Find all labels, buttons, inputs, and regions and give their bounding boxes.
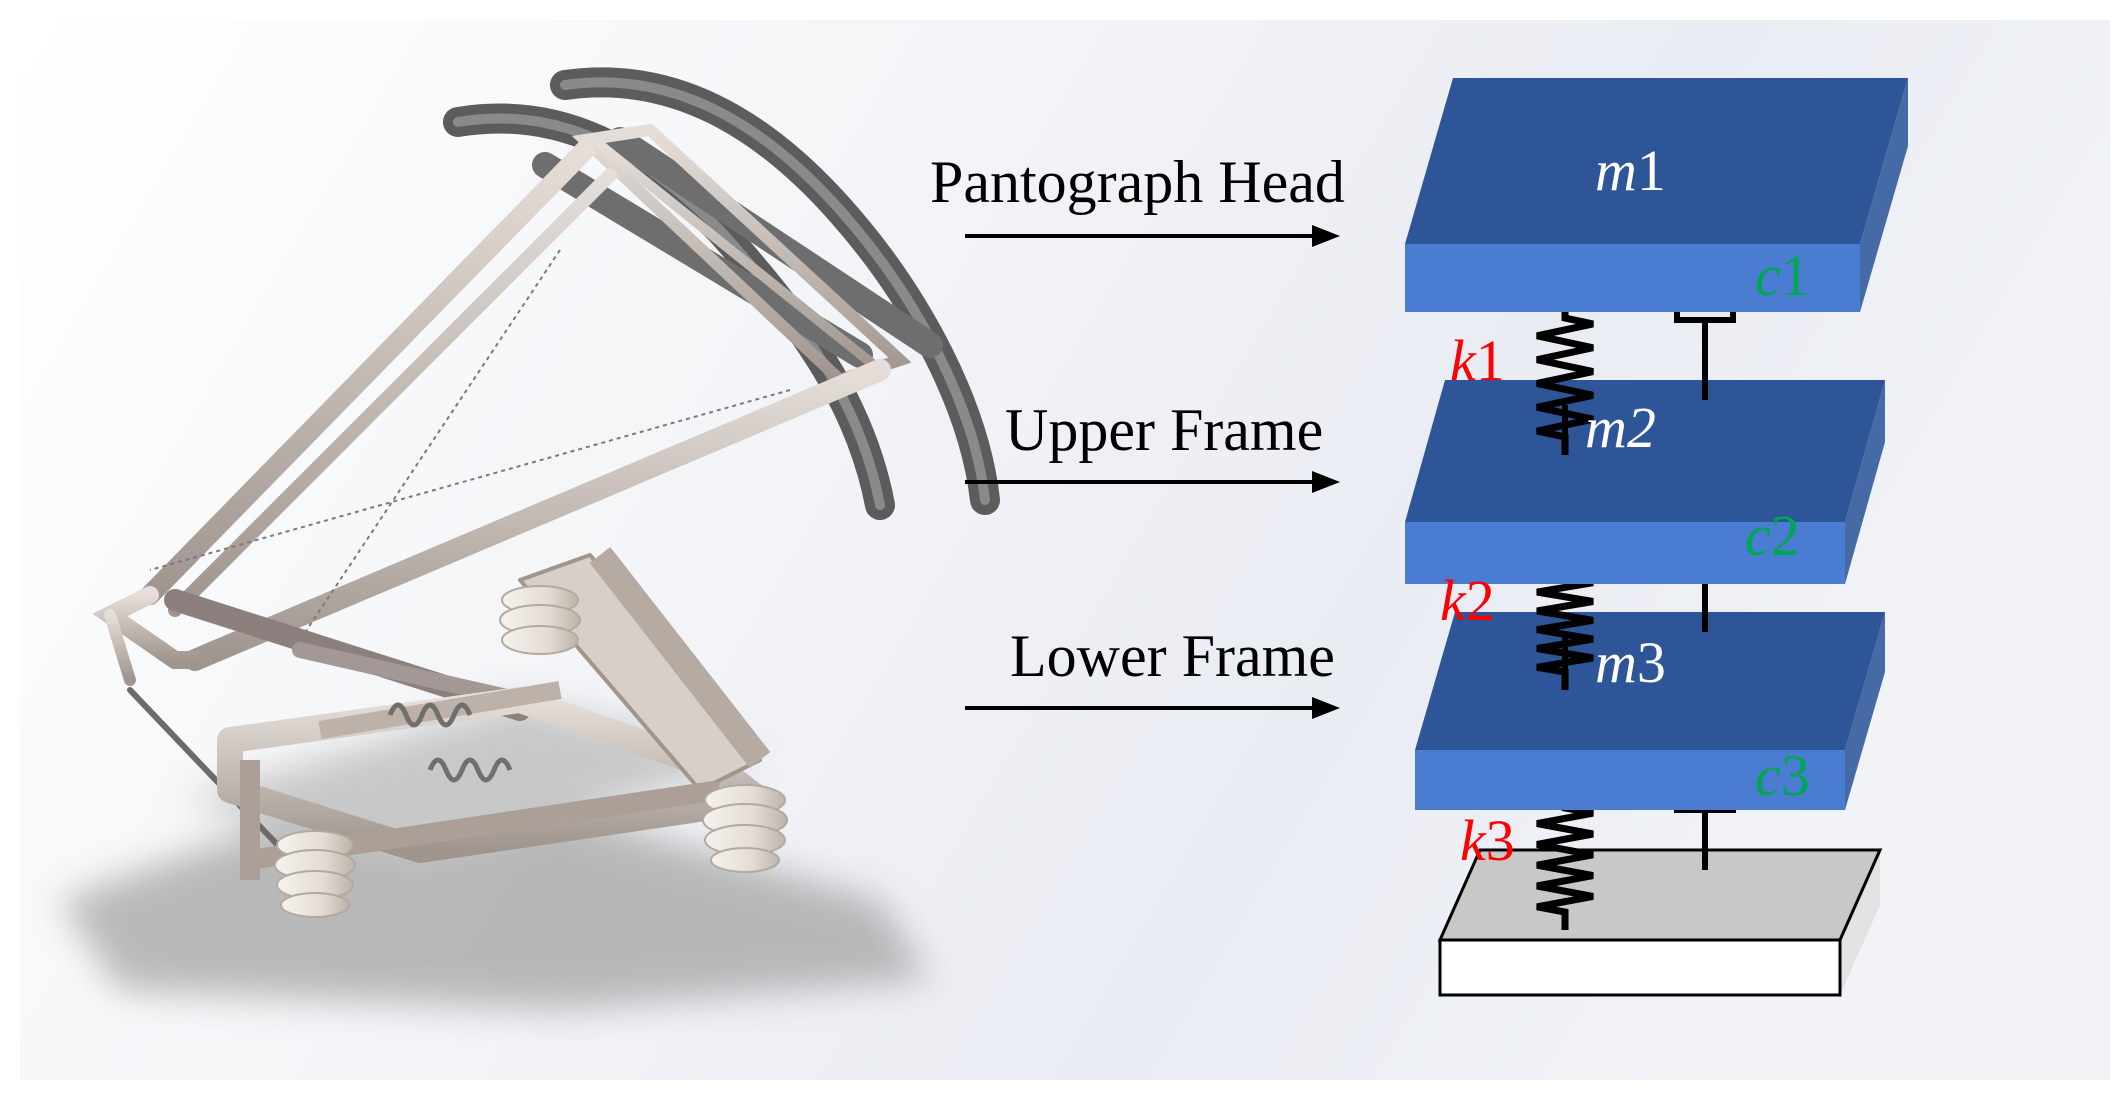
label-lower-frame: Lower Frame — [1010, 623, 1335, 689]
damper-index: 2 — [1771, 503, 1800, 568]
spring-k1 — [1536, 300, 1594, 455]
spring-k3 — [1536, 790, 1594, 930]
spring-symbol: k — [1460, 808, 1487, 873]
damper-symbol: c — [1755, 243, 1781, 308]
mass-label-m3: m3 — [1595, 630, 1666, 695]
spring-symbol: k — [1450, 328, 1477, 393]
spring-k3-coil — [1536, 790, 1594, 930]
mass-symbol: m — [1585, 395, 1627, 460]
spring-k2 — [1536, 560, 1594, 690]
head-frame — [571, 123, 912, 387]
mass-block-m2-side — [1845, 380, 1885, 584]
mass-block-m3-top — [1415, 612, 1885, 750]
label-pantograph-head: Pantograph Head — [930, 149, 1345, 215]
damper-index: 1 — [1781, 243, 1810, 308]
upper-arm — [92, 140, 891, 686]
ground-base-side — [1840, 850, 1880, 995]
mass-block-m1-front — [1405, 244, 1860, 312]
ground-base — [1440, 850, 1880, 995]
mass-block-m3-front — [1415, 750, 1845, 810]
damper-label-c2: c2 — [1745, 503, 1800, 568]
mass-index: 3 — [1637, 630, 1666, 695]
pantograph-illustration — [60, 67, 1000, 1010]
damper-label-c3: c3 — [1755, 743, 1810, 808]
ground-base-top-outline — [1437, 848, 1883, 942]
spring-label-k2: k2 — [1440, 568, 1495, 633]
spring-index: 3 — [1486, 808, 1515, 873]
damper-index: 3 — [1781, 743, 1810, 808]
spring-symbol: k — [1440, 568, 1467, 633]
spring-index: 1 — [1476, 328, 1505, 393]
spring-k2-coil — [1536, 560, 1594, 690]
insulators — [274, 585, 788, 918]
arrow-head — [965, 225, 1340, 247]
mass-label-m1: m1 — [1595, 138, 1666, 203]
mass-label-m2: m2 — [1585, 395, 1656, 460]
mass-block-m1-top — [1405, 78, 1908, 244]
mass-symbol: m — [1595, 138, 1637, 203]
base-springs — [387, 702, 513, 783]
arrow-lower — [965, 697, 1340, 719]
mass-block-m2-front — [1405, 522, 1845, 584]
insulator-left — [274, 830, 356, 918]
collector-strips — [443, 67, 1000, 520]
label-upper-frame: Upper Frame — [1005, 397, 1323, 463]
damper-symbol: c — [1755, 743, 1781, 808]
mass-block-m2-top — [1405, 380, 1885, 522]
spring-label-k3: k3 — [1460, 808, 1515, 873]
tie-wires — [149, 249, 791, 641]
insulator-right — [702, 784, 788, 873]
mass-index: 1 — [1637, 138, 1666, 203]
mass-block-m2 — [1405, 380, 1885, 584]
mass-block-m3-side — [1845, 612, 1885, 810]
insulator-rear — [499, 585, 581, 655]
mass-block-m3 — [1415, 612, 1885, 810]
arrow-upper — [965, 471, 1340, 493]
spring-label-k1: k1 — [1450, 328, 1505, 393]
mass-index: 2 — [1627, 395, 1656, 460]
mass-symbol: m — [1595, 630, 1637, 695]
ground-base-top — [1440, 850, 1880, 940]
ground-base-front — [1440, 940, 1840, 995]
damper-label-c1: c1 — [1755, 243, 1810, 308]
damper-symbol: c — [1745, 503, 1771, 568]
mass-block-m1 — [1405, 78, 1908, 312]
spring-k1-coil — [1536, 300, 1594, 455]
mass-block-m1-side — [1860, 78, 1908, 312]
spring-index: 2 — [1466, 568, 1495, 633]
